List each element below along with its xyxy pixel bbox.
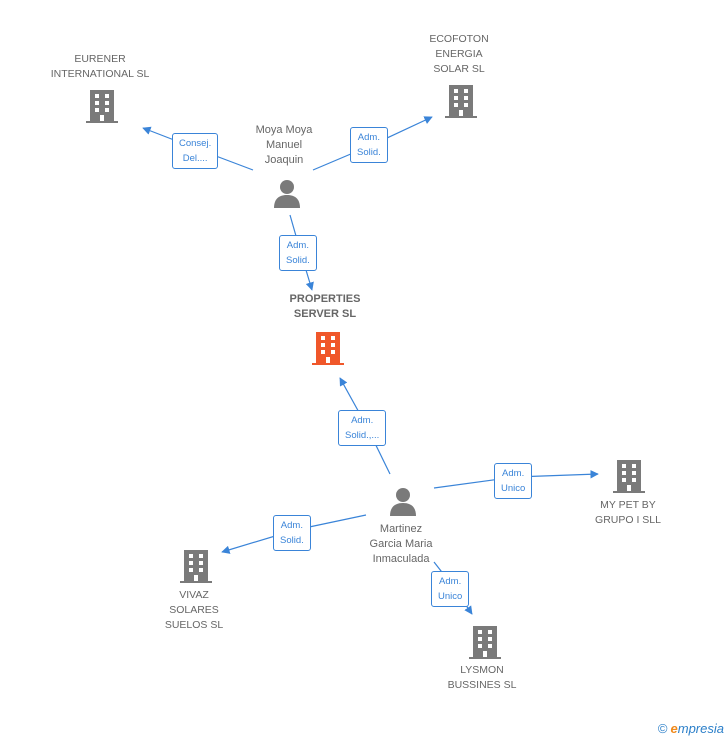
node-name-line: SUELOS SL [164,619,224,631]
node-name-line: LYSMON [460,664,504,676]
edge-label-line: Adm. [286,240,309,251]
edge-label-moya-ecofoton[interactable]: Adm. Solid. [350,127,388,163]
node-name-line: BUSSINES SL [447,679,517,691]
edge-label-martinez-properties[interactable]: Adm. Solid.,... [338,410,387,446]
edge-label-line: Adm. [280,520,303,531]
person-name-line: Inmaculada [372,553,430,565]
node-ecofoton[interactable]: ECOFOTON ENERGIA SOLAR SL [429,32,488,77]
building-icon [469,626,501,659]
edge-label-line: Unico [438,591,463,602]
node-name-line: SOLAR SL [433,63,485,75]
node-name-line: SOLARES [169,604,219,616]
person-name-line: Joaquin [264,154,304,166]
person-icon [390,488,416,516]
edge-label-line: Solid.,... [345,430,380,441]
empresia-logo[interactable]: ©empresia [658,721,724,736]
node-name-line: ENERGIA [435,48,483,60]
building-icon [180,550,212,583]
edge-label-line: Adm. [351,415,374,426]
building-icon [86,90,118,123]
edge-label-line: Del.... [182,153,208,164]
edge-label-line: Solid. [280,535,304,546]
node-name-line: INTERNATIONAL SL [50,68,150,80]
node-name-line: PROPERTIES [289,293,361,305]
edge-label-moya-eurener[interactable]: Consej. Del.... [172,133,219,169]
edge-label-martinez-lysmon[interactable]: Adm. Unico [431,571,470,607]
brand-initial: e [670,721,678,736]
node-name-line: MY PET BY [600,499,656,511]
node-name-line: GRUPO I SLL [595,514,661,526]
node-properties[interactable]: PROPERTIES SERVER SL [290,292,361,322]
edge-label-martinez-mypet[interactable]: Adm. Unico [494,463,533,499]
person-name-line: Moya Moya [255,124,313,136]
building-icon [613,460,645,493]
edge-label-line: Adm. [502,468,525,479]
node-name-line: SERVER SL [293,308,357,320]
person-name-line: Garcia Maria [369,538,433,550]
edge-label-martinez-vivaz[interactable]: Adm. Solid. [273,515,311,551]
edge-label-line: Consej. [179,138,212,149]
edge-label-moya-properties[interactable]: Adm. Solid. [279,235,317,271]
brand-name: mpresia [677,721,724,736]
node-vivaz[interactable]: VIVAZ SOLARES SUELOS SL [165,588,223,633]
person-moya[interactable]: Moya Moya Manuel Joaquin [256,123,313,168]
person-martinez[interactable]: Martinez Garcia Maria Inmaculada [370,522,433,567]
edge-label-line: Solid. [286,255,310,266]
node-eurener[interactable]: EURENER INTERNATIONAL SL [51,52,150,82]
node-name-line: VIVAZ [179,589,209,601]
edge-label-line: Unico [501,483,526,494]
node-name-line: EURENER [74,53,126,65]
building-icon [445,85,477,118]
edge-label-line: Adm. [357,132,380,143]
node-name-line: ECOFOTON [429,33,489,45]
node-lysmon[interactable]: LYSMON BUSSINES SL [448,663,517,693]
person-icon [274,180,300,208]
copyright-symbol: © [657,721,668,736]
person-name-line: Martinez [379,523,423,535]
main-building-icon [312,332,344,365]
edge-label-line: Adm. [439,576,462,587]
edge-label-line: Solid. [357,147,381,158]
node-mypet[interactable]: MY PET BY GRUPO I SLL [595,498,661,528]
person-name-line: Manuel [265,139,303,151]
